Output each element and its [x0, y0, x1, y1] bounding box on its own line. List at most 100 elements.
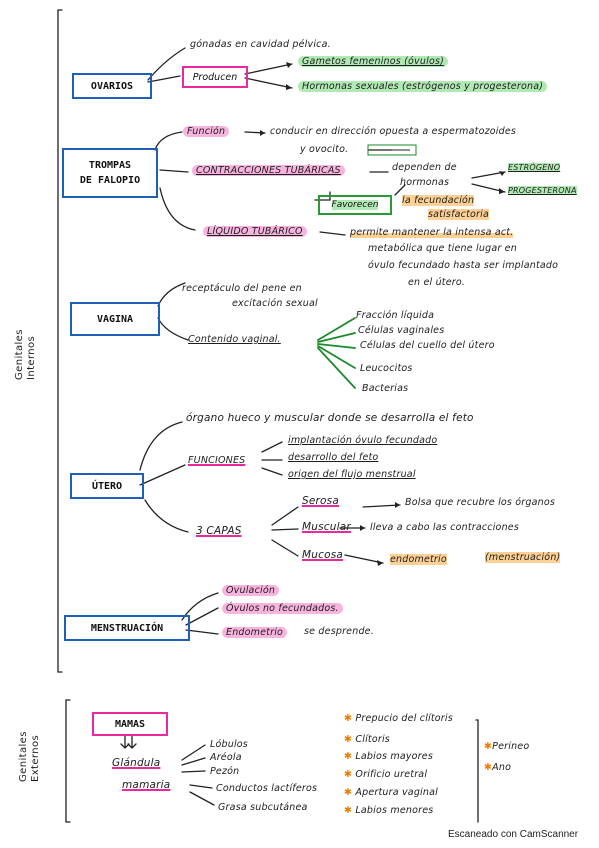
- trompas-funcion-text-2: y ovocito.: [300, 144, 349, 155]
- menstruacion-item-1: Óvulos no fecundados.: [222, 603, 343, 614]
- funciones-label: FUNCIONES: [188, 455, 246, 466]
- vagina-item-4: Bacterias: [362, 383, 409, 394]
- progesterona-label: PROGESTERONA: [508, 186, 577, 195]
- glandula-item-0: Lóbulos: [210, 739, 248, 750]
- func-item-1: desarrollo del feto: [288, 452, 379, 463]
- trompas-box: TROMPAS DE FALOPIO: [62, 148, 158, 198]
- utero-muscular: Muscular: [302, 521, 351, 534]
- utero-serosa: Serosa: [302, 495, 339, 508]
- favorecen-box: Favorecen: [318, 195, 392, 215]
- func-item-2: origen del flujo menstrual: [288, 469, 416, 480]
- ovarios-box: OVARIOS: [72, 73, 152, 99]
- menstruacion-item-0: Ovulación: [222, 585, 280, 596]
- ovarios-gonadas: gónadas en cavidad pélvica.: [190, 39, 331, 50]
- mamas-box: MAMAS: [92, 712, 168, 736]
- ext-col2-item-5: ✱ Labios menores: [344, 805, 434, 816]
- trompas-liquido-text-3: óvulo fecundado hasta ser implantado: [368, 260, 559, 271]
- ext-col3-item-0: ✱Perineo: [484, 741, 529, 752]
- menstruacion-desprende: se desprende.: [304, 626, 374, 637]
- asterisk-icon: ✱: [344, 769, 353, 780]
- menstruacion-box: MENSTRUACIÓN: [64, 615, 190, 641]
- glandula-item-3: Conductos lactíferos: [216, 783, 318, 794]
- asterisk-icon: ✱: [344, 751, 353, 762]
- ext-col3-label-1: Ano: [492, 762, 512, 773]
- vagina-item-0: Fracción líquida: [356, 310, 435, 321]
- trompas-fecundacion-1: la fecundación: [402, 195, 475, 206]
- trompas-liquido-text-1: permite mantener la intensa act.: [350, 227, 514, 238]
- func-item-0: implantación óvulo fecundado: [288, 435, 438, 446]
- vagina-item-1: Células vaginales: [358, 325, 445, 336]
- ext-col2-label-4: Apertura vaginal: [355, 787, 438, 798]
- ovarios-hormonas: Hormonas sexuales (estrógenos y progeste…: [298, 81, 548, 92]
- vagina-item-2: Células del cuello del útero: [360, 340, 495, 351]
- ext-col2-label-1: Clítoris: [355, 734, 390, 745]
- asterisk-icon: ✱: [344, 787, 353, 798]
- trompas-progesterona: PROGESTERONA: [508, 186, 577, 196]
- asterisk-icon: ✱: [484, 762, 493, 773]
- vagina-box: VAGINA: [70, 302, 160, 336]
- ovarios-title: OVARIOS: [90, 80, 134, 92]
- mucosa-paren: (menstruación): [485, 552, 561, 563]
- trompas-funcion: Función: [183, 126, 230, 137]
- utero-serosa-text: Bolsa que recubre los órganos: [405, 497, 556, 508]
- vagina-title: VAGINA: [96, 313, 134, 325]
- utero-func-0: implantación óvulo fecundado: [288, 435, 438, 446]
- ovulacion-label: Ovulación: [222, 585, 280, 596]
- producen-label: Producen: [192, 71, 238, 83]
- ovarios-gametos: Gametos femeninos (óvulos): [298, 56, 449, 67]
- fecundacion-1: la fecundación: [402, 195, 475, 206]
- vagina-contenido: Contenido vaginal.: [188, 334, 281, 345]
- fecundacion-2: satisfactoria: [428, 209, 489, 220]
- trompas-contracciones: CONTRACCIONES TUBÁRICAS: [192, 165, 345, 176]
- hormonas-text: Hormonas sexuales (estrógenos y progeste…: [298, 81, 548, 92]
- glandula-line-2: mamaria: [122, 779, 170, 792]
- gametos-text: Gametos femeninos (óvulos): [298, 56, 449, 67]
- mucosa-label: Mucosa: [302, 549, 344, 561]
- estrogeno-label: ESTRÓGENO: [508, 163, 561, 172]
- contracciones-label: CONTRACCIONES TUBÁRICAS: [192, 165, 345, 176]
- utero-func-1: desarrollo del feto: [288, 452, 379, 463]
- vagina-item-3: Leucocitos: [360, 363, 413, 374]
- ext-col2-item-0: ✱ Prepucio del clítoris: [344, 713, 453, 724]
- ext-col2-item-3: ✱ Orificio uretral: [344, 769, 427, 780]
- utero-mucosa-paren: (menstruación): [485, 552, 561, 563]
- ext-col2-item-2: ✱ Labios mayores: [344, 751, 433, 762]
- utero-func-2: origen del flujo menstrual: [288, 469, 416, 480]
- ext-col3-item-1: ✱Ano: [484, 762, 512, 773]
- utero-mucosa: Mucosa: [302, 549, 344, 562]
- trompas-funcion-text-1: conducir en dirección opuesta a espermat…: [270, 126, 517, 137]
- utero-muscular-text: lleva a cabo las contracciones: [370, 522, 519, 533]
- ext-col2-label-0: Prepucio del clítoris: [355, 713, 453, 724]
- glandula-label: Glándula: [112, 757, 161, 769]
- asterisk-icon: ✱: [484, 741, 493, 752]
- liquido-text-1: permite mantener la intensa act.: [350, 227, 514, 238]
- glandula-line-1: Glándula: [112, 757, 161, 770]
- funcion-label: Función: [183, 126, 230, 137]
- glandula-item-2: Pezón: [210, 766, 240, 777]
- organo-text: órgano hueco y muscular donde se desarro…: [186, 412, 474, 424]
- serosa-label: Serosa: [302, 495, 339, 507]
- capas-label: 3 CAPAS: [196, 525, 242, 537]
- utero-mucosa-text: endometrio: [390, 554, 447, 565]
- ext-col2-label-5: Labios menores: [355, 805, 434, 816]
- liquido-label: LÍQUIDO TUBÁRICO: [203, 226, 307, 237]
- vagina-receptaculo-1: receptáculo del pene en: [182, 283, 302, 294]
- endometrio-label: Endometrio: [222, 627, 288, 638]
- ext-col2-label-2: Labios mayores: [355, 751, 433, 762]
- contenido-label: Contenido vaginal.: [188, 334, 281, 345]
- mucosa-text: endometrio: [390, 554, 447, 565]
- utero-organo: órgano hueco y muscular donde se desarro…: [186, 412, 474, 425]
- trompas-title-1: TROMPAS: [88, 160, 132, 171]
- trompas-liquido-text-4: en el útero.: [408, 277, 466, 288]
- trompas-dependen-2: hormonas: [400, 177, 450, 188]
- trompas-estrogeno: ESTRÓGENO: [508, 163, 561, 173]
- menstruacion-title: MENSTRUACIÓN: [90, 622, 164, 634]
- utero-funciones: FUNCIONES: [188, 455, 246, 466]
- camscanner-watermark[interactable]: Escaneado con CamScanner: [448, 829, 579, 840]
- asterisk-icon: ✱: [344, 805, 353, 816]
- glandula-item-4: Grasa subcutánea: [218, 802, 308, 813]
- favorecen-label: Favorecen: [331, 200, 379, 210]
- ovulos-label: Óvulos no fecundados.: [222, 603, 343, 614]
- trompas-liquido-text-2: metabólica que tiene lugar en: [368, 243, 517, 254]
